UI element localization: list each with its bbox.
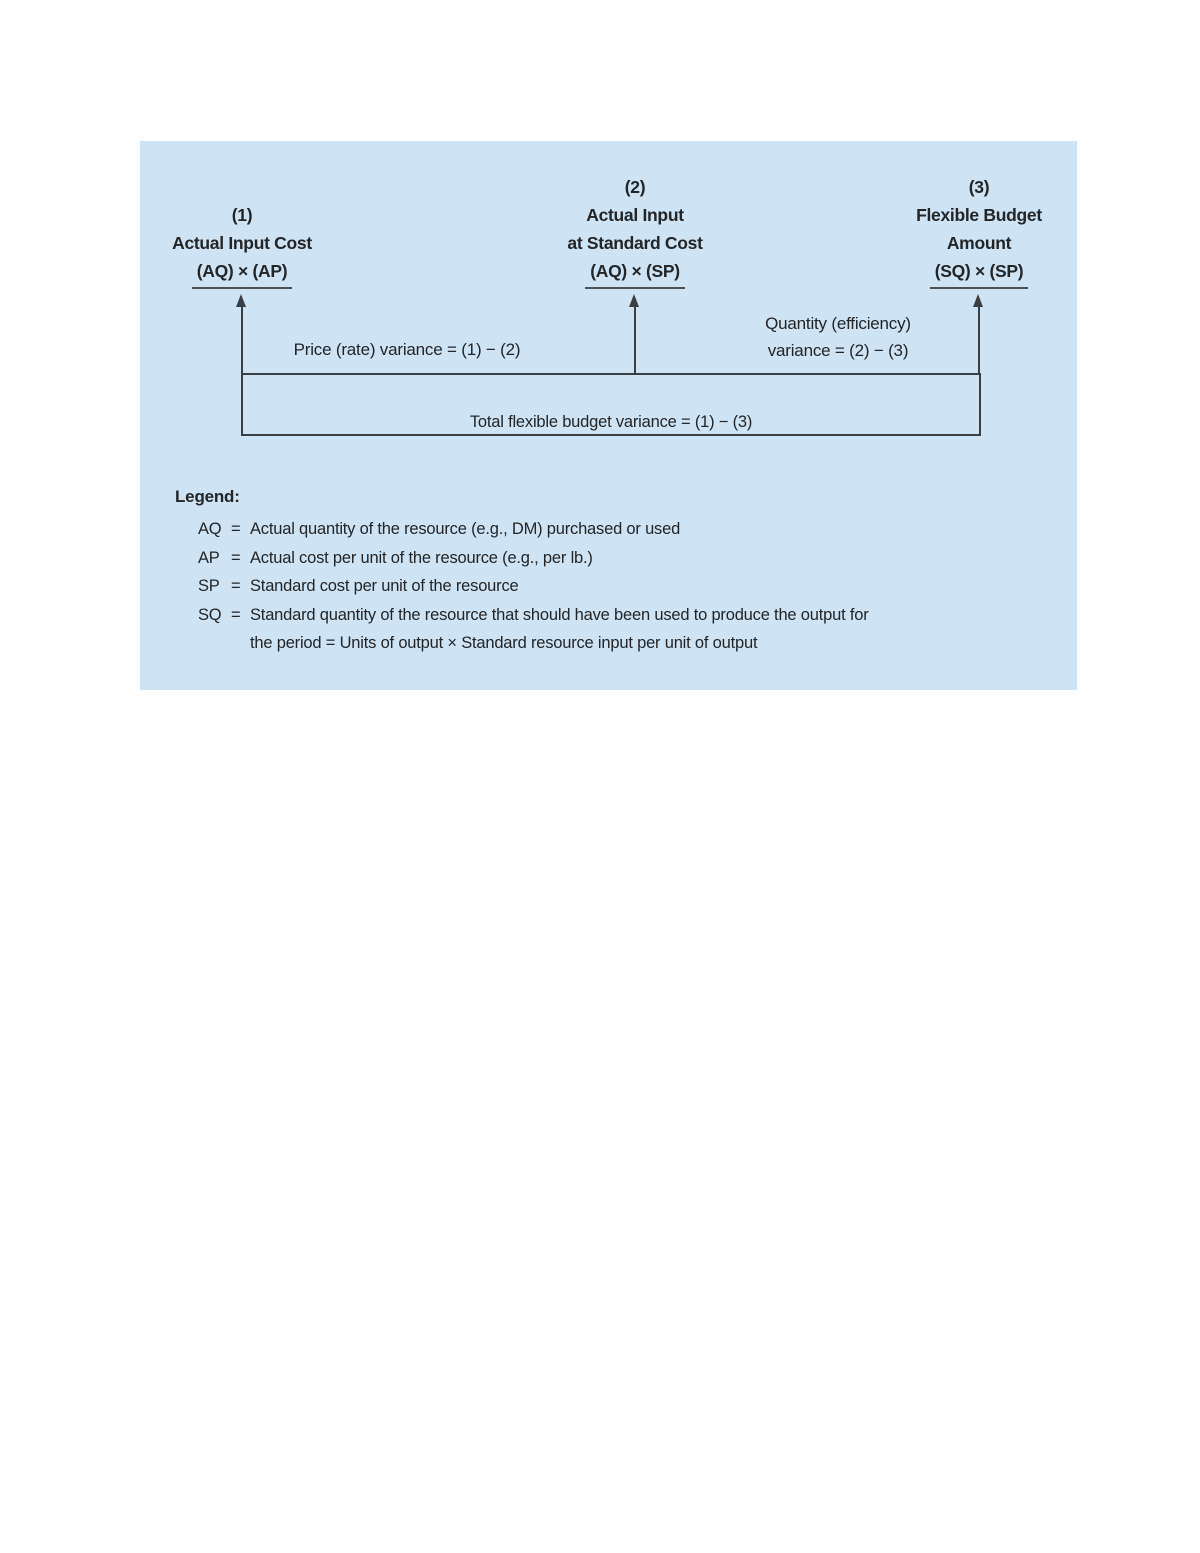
total-variance-label: Total flexible budget variance = (1) − (… — [469, 413, 753, 431]
column-1-number: (1) — [231, 205, 253, 225]
arrow-line-column-3 — [978, 307, 980, 374]
up-arrow-icon — [236, 294, 246, 307]
legend-items: AQ = Actual quantity of the resource (e.g.… — [198, 515, 869, 658]
legend-desc: Standard quantity of the resource that s… — [250, 605, 869, 624]
arrow-line-column-1 — [241, 307, 243, 374]
legend-term: SP — [198, 577, 220, 595]
legend-item-ap: AP = Actual cost per unit of the resource … — [198, 544, 869, 573]
column-3-formula-text: (SQ) × (SP) — [929, 257, 1029, 289]
column-2-title-line-1: Actual Input — [586, 205, 684, 225]
legend-term: SQ — [198, 605, 222, 624]
column-3-formula: (SQ) × (SP) — [859, 257, 1099, 289]
price-variance-label: Price (rate) variance = (1) − (2) — [293, 340, 521, 359]
column-3-title-line-2: Amount — [946, 233, 1012, 253]
quantity-variance-line-1: Quantity (efficiency) — [765, 314, 911, 333]
legend-term: AQ — [198, 520, 222, 538]
legend-desc: Actual quantity of the resource (e.g., D… — [250, 520, 681, 538]
column-header-3: (3) Flexible Budget Amount (SQ) × (SP) — [859, 173, 1099, 289]
equals-sign: = — [231, 520, 241, 538]
legend-desc: Standard cost per unit of the resource — [250, 577, 519, 595]
column-header-2: (2) Actual Input at Standard Cost (AQ) ×… — [515, 173, 755, 289]
equals-sign: = — [231, 605, 241, 624]
column-1-formula-text: (AQ) × (AP) — [191, 257, 293, 289]
total-variance-box: Total flexible budget variance = (1) − (… — [241, 373, 981, 436]
column-2-formula: (AQ) × (SP) — [515, 257, 755, 289]
up-arrow-icon — [629, 294, 639, 307]
column-1-title: Actual Input Cost — [172, 233, 312, 253]
column-2-formula-text: (AQ) × (SP) — [585, 257, 685, 289]
legend-title: Legend: — [175, 487, 240, 506]
column-1-formula: (AQ) × (AP) — [122, 257, 362, 289]
equals-sign: = — [231, 577, 241, 595]
legend-item-aq: AQ = Actual quantity of the resource (e.g.… — [198, 515, 869, 544]
legend-item-sp: SP = Standard cost per unit of the resourc… — [198, 572, 869, 601]
up-arrow-icon — [973, 294, 983, 307]
arrow-line-column-2 — [634, 307, 636, 374]
legend-item-sq: SQ = Standard quantity of the resource tha… — [198, 601, 869, 630]
column-2-title-line-2: at Standard Cost — [567, 233, 703, 253]
equals-sign: = — [231, 548, 241, 567]
quantity-variance-line-2: variance = (2) − (3) — [767, 341, 909, 360]
column-2-number: (2) — [624, 177, 646, 197]
column-3-number: (3) — [968, 177, 990, 197]
column-header-1: (1) Actual Input Cost (AQ) × (AP) — [122, 201, 362, 289]
figure-panel: (1) Actual Input Cost (AQ) × (AP) (2) Ac… — [140, 141, 1077, 690]
legend: Legend: AQ = Actual quantity of the resour… — [175, 486, 869, 658]
legend-term: AP — [198, 548, 220, 567]
column-3-title-line-1: Flexible Budget — [916, 205, 1042, 225]
legend-item-sq-continuation: the period = Units of output × Standard … — [250, 634, 758, 652]
quantity-variance-label: Quantity (efficiency) variance = (2) − (… — [743, 310, 933, 364]
legend-desc: Actual cost per unit of the resource (e.… — [250, 548, 593, 567]
